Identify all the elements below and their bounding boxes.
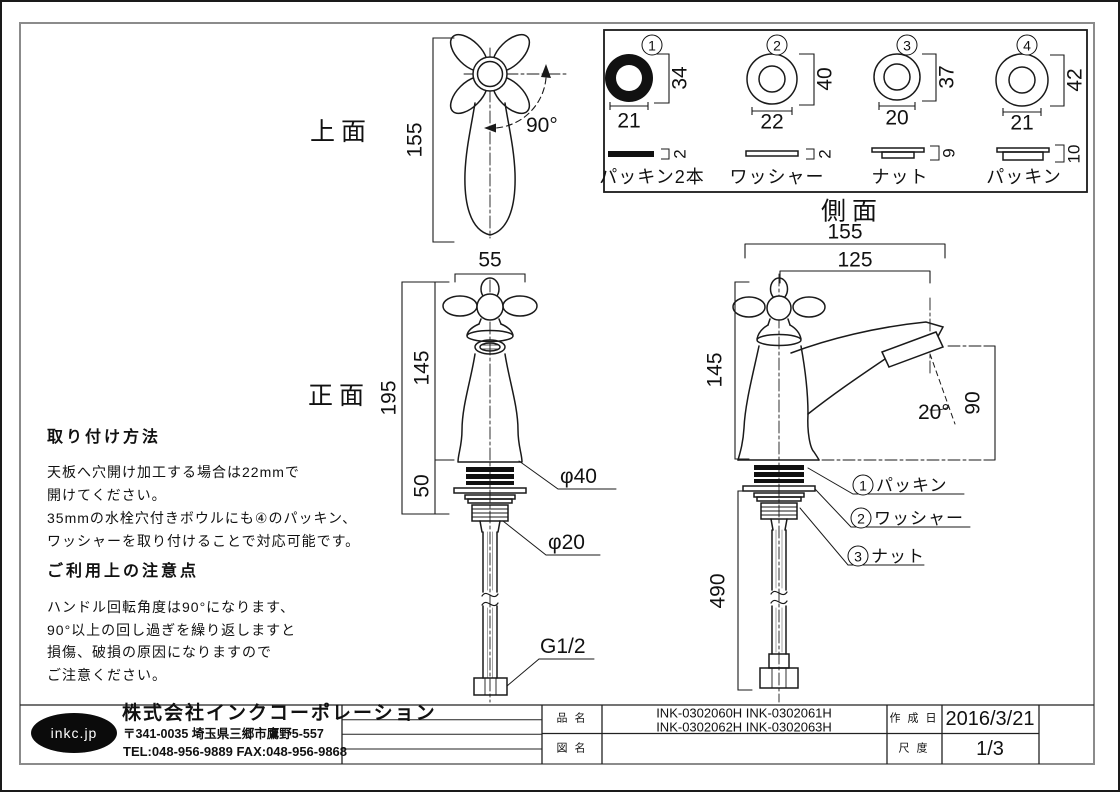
part-4-label: パッキン — [986, 167, 1062, 187]
angle-20-side: 20° — [918, 401, 950, 424]
company-name: 株式会社インクコーポレーション — [122, 703, 437, 724]
part-3-thickness: 9 — [939, 148, 959, 158]
drawing-name-label: 図 名 — [556, 742, 588, 755]
install-note-line: ワッシャーを取り付けることで対応可能です。 — [47, 533, 361, 549]
dim-195-front: 195 — [377, 380, 401, 416]
creation-date-label: 作 成 日 — [889, 712, 939, 725]
side-view-drawing — [732, 243, 996, 703]
callout-1-packing-label: パッキン — [876, 476, 948, 495]
part-3-number: 3 — [896, 34, 918, 56]
callout-thread-g12: G1/2 — [540, 635, 586, 658]
callout-dia-40: φ40 — [560, 465, 597, 488]
dim-155-side: 155 — [827, 220, 863, 244]
part-3-id: 20 — [885, 106, 909, 130]
title-block-grid — [20, 704, 1094, 764]
company-address: 〒341-0035 埼玉県三郷市鷹野5-557 — [123, 727, 324, 741]
dim-155-top: 155 — [403, 122, 427, 158]
company-logo — [31, 713, 117, 753]
callout-dia-20: φ20 — [548, 531, 585, 554]
part-1-label: パッキン2本 — [599, 167, 705, 187]
front-view-label: 正面 — [308, 382, 371, 410]
dim-55-front: 55 — [478, 248, 502, 272]
part-4-od: 42 — [1063, 68, 1087, 92]
creation-date-value: 2016/3/21 — [945, 708, 1035, 730]
callout-2-number: 2 — [850, 507, 872, 529]
callout-3-nut-label: ナット — [871, 547, 925, 566]
side-view-label: 側面 — [820, 197, 884, 226]
part-2-number: 2 — [766, 34, 788, 56]
install-note-line: 開けてください。 — [47, 487, 167, 503]
callout-2-washer-label: ワッシャー — [874, 509, 964, 528]
top-view-label: 上面 — [310, 118, 373, 146]
company-phone: TEL:048-956-9889 FAX:048-956-9868 — [123, 744, 348, 759]
part-2-od: 40 — [813, 67, 837, 91]
angle-90-top: 90° — [526, 114, 558, 137]
part-1-id: 21 — [617, 109, 641, 133]
part-1-thickness: 2 — [670, 149, 690, 159]
part-3-label: ナット — [871, 167, 929, 187]
callout-1-number: 1 — [852, 474, 874, 496]
sheet-frame — [19, 22, 1095, 765]
dim-50-front: 50 — [410, 474, 434, 498]
part-4-number: 4 — [1016, 34, 1038, 56]
caution-note-line: 90°以上の回し過ぎを繰り返しますと — [47, 622, 297, 638]
front-view-drawing — [401, 273, 617, 703]
item-code-line2: INK-0302062H INK-0302063H — [656, 719, 832, 735]
item-code-line1: INK-0302060H INK-0302061H — [656, 705, 832, 721]
item-name-label: 品 名 — [556, 712, 588, 725]
part-2-label: ワッシャー — [729, 167, 825, 187]
part-2-thickness: 2 — [815, 149, 835, 159]
dim-125-side: 125 — [837, 248, 873, 272]
scale-value: 1/3 — [976, 738, 1004, 760]
part-1-od: 34 — [668, 66, 692, 90]
part-4-id: 21 — [1010, 111, 1034, 135]
dim-145-side: 145 — [703, 352, 727, 388]
install-notes-heading: 取り付け方法 — [47, 429, 162, 446]
part-3-od: 37 — [935, 65, 959, 89]
part-1-number: 1 — [641, 34, 663, 56]
dim-90-side: 90 — [961, 391, 985, 415]
company-logo-text: inkc.jp — [50, 725, 98, 741]
install-note-line: 35mmの水栓穴付きボウルにも④のパッキン、 — [47, 510, 358, 526]
callout-3-number: 3 — [847, 545, 869, 567]
part-4-thickness: 10 — [1064, 144, 1084, 164]
caution-note-line: ハンドル回転角度は90°になります、 — [47, 599, 296, 615]
caution-notes-heading: ご利用上の注意点 — [47, 563, 200, 580]
caution-note-line: 損傷、破損の原因になりますので — [47, 644, 272, 660]
top-view-drawing — [432, 33, 567, 243]
parts-box-drawing — [603, 29, 1088, 193]
dim-490-side: 490 — [706, 573, 730, 609]
scale-label: 尺 度 — [898, 742, 930, 755]
part-2-id: 22 — [760, 110, 784, 134]
dim-145-front: 145 — [410, 350, 434, 386]
caution-note-line: ご注意ください。 — [47, 667, 167, 683]
install-note-line: 天板へ穴開け加工する場合は22mmで — [47, 464, 300, 480]
